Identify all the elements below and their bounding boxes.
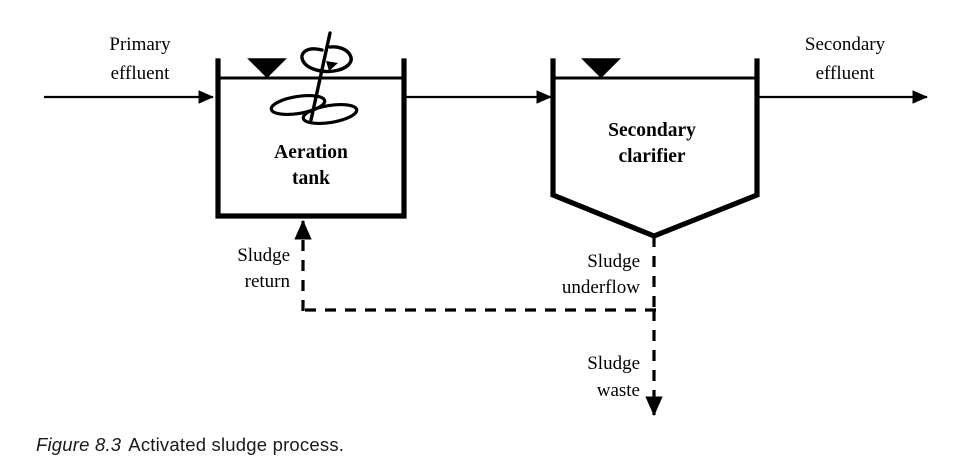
- secondary-clarifier-label-line2: clarifier: [618, 146, 685, 167]
- aeration-tank-walls: [215, 58, 407, 219]
- stream-sludge-waste: Sludge waste: [587, 310, 663, 417]
- stream-sludge-return: Sludge return: [237, 219, 656, 312]
- unit-secondary-clarifier: Secondary clarifier: [550, 58, 760, 239]
- mixer-blade-right-icon: [301, 103, 359, 125]
- aeration-tank-label-line1: Aeration: [274, 142, 348, 163]
- stream-secondary-effluent: Secondary effluent: [757, 34, 928, 104]
- sludge-underflow-label-line2: underflow: [562, 277, 640, 298]
- aeration-tank-label-line2: tank: [292, 168, 330, 189]
- mixer-rotation-arrow-icon: [300, 45, 353, 74]
- sludge-return-label-line1: Sludge: [237, 245, 290, 266]
- water-level-triangle-icon: [247, 58, 287, 79]
- mixer-shaft-icon: [309, 31, 332, 122]
- figure-caption-text: Activated sludge process.: [128, 434, 345, 455]
- figure-caption-label: Figure 8.3: [36, 434, 122, 455]
- stream-sludge-underflow: Sludge underflow: [562, 236, 656, 310]
- mixer-rotation-arrowhead-icon: [326, 61, 338, 71]
- secondary-effluent-label-line2: effluent: [816, 63, 875, 84]
- water-level-triangle-icon: [581, 58, 621, 79]
- sludge-waste-label-line2: waste: [597, 380, 640, 401]
- figure-caption: Figure 8.3 Activated sludge process.: [36, 434, 344, 456]
- sludge-return-label-line2: return: [245, 271, 291, 292]
- secondary-effluent-label-line1: Secondary: [805, 34, 886, 55]
- secondary-clarifier-label-line1: Secondary: [608, 120, 696, 141]
- primary-effluent-label-line1: Primary: [109, 34, 171, 55]
- sludge-underflow-label-line1: Sludge: [587, 251, 640, 272]
- stream-primary-effluent: Primary effluent: [44, 34, 214, 104]
- sludge-waste-label-line1: Sludge: [587, 353, 640, 374]
- unit-aeration-tank: Aeration tank: [215, 31, 407, 219]
- primary-effluent-label-line2: effluent: [111, 63, 170, 84]
- mixer-blade-left-icon: [269, 94, 327, 116]
